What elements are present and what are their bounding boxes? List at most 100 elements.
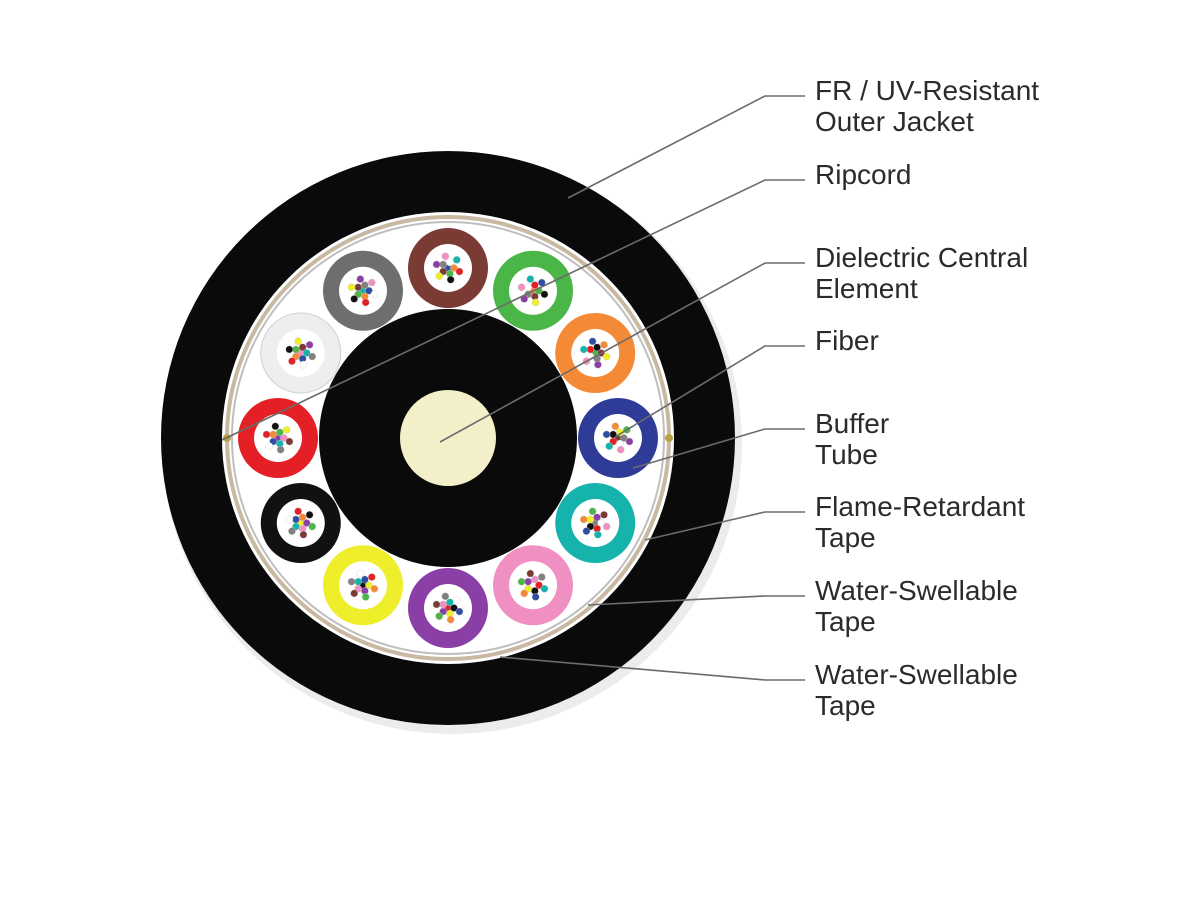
buffer-tube bbox=[260, 483, 341, 563]
fiber bbox=[594, 360, 602, 369]
fiber bbox=[538, 573, 546, 581]
fiber bbox=[602, 430, 611, 439]
fiber bbox=[305, 341, 314, 349]
leader-line-water-swellable-tape-inner bbox=[587, 595, 805, 606]
fiber bbox=[582, 527, 591, 535]
fiber bbox=[285, 515, 294, 524]
fiber bbox=[276, 445, 285, 454]
fiber bbox=[524, 577, 532, 586]
fiber bbox=[450, 604, 458, 612]
fiber bbox=[294, 337, 302, 346]
leader-line-water-swellable-tape-outer bbox=[499, 656, 805, 681]
leader-line-central-element bbox=[439, 262, 805, 443]
fiber bbox=[292, 345, 300, 354]
fiber bbox=[350, 589, 358, 598]
fiber bbox=[265, 442, 273, 450]
fiber bbox=[439, 260, 447, 269]
fiber bbox=[370, 290, 379, 299]
fiber bbox=[305, 511, 314, 519]
fiber bbox=[520, 589, 528, 598]
fiber bbox=[602, 522, 611, 531]
fiber bbox=[285, 345, 294, 354]
fiber bbox=[579, 515, 588, 524]
buffer-tube bbox=[555, 313, 636, 393]
fiber bbox=[356, 569, 365, 578]
fiber bbox=[526, 275, 535, 283]
fiber bbox=[594, 530, 602, 539]
fiber bbox=[526, 569, 535, 578]
fiber bbox=[302, 349, 311, 357]
label-buffer-tube: Buffer Tube bbox=[815, 408, 890, 470]
fiber bbox=[597, 519, 606, 527]
fiber bbox=[292, 515, 300, 524]
fiber bbox=[531, 298, 540, 307]
fiber bbox=[535, 581, 543, 590]
fiber bbox=[450, 264, 458, 272]
fiber bbox=[302, 519, 311, 527]
buffer-tube bbox=[323, 545, 403, 626]
fiber bbox=[354, 283, 362, 292]
leader-line-outer-jacket bbox=[567, 95, 805, 199]
fiber bbox=[356, 275, 365, 283]
fiber bbox=[288, 527, 296, 535]
label-water-swellable-tape-outer: Water-Swellable Tape bbox=[815, 659, 1018, 721]
fiber bbox=[365, 286, 373, 295]
fiber bbox=[271, 422, 280, 431]
fiber bbox=[361, 575, 369, 584]
fiber bbox=[435, 612, 443, 620]
fiber bbox=[446, 275, 455, 284]
fiber bbox=[605, 442, 613, 450]
label-water-swellable-tape-inner: Water-Swellable Tape bbox=[815, 575, 1018, 637]
fiber bbox=[446, 598, 454, 607]
fiber bbox=[588, 507, 597, 516]
label-flame-retardant-tape: Flame-Retardant Tape bbox=[815, 491, 1026, 553]
fiber bbox=[531, 593, 540, 601]
fiber bbox=[288, 357, 296, 365]
fiber bbox=[435, 272, 443, 280]
leader-line-buffer-tube bbox=[632, 428, 805, 469]
label-ripcord: Ripcord bbox=[815, 159, 912, 190]
fiber bbox=[308, 522, 317, 531]
label-outer-jacket: FR / UV-Resistant Outer Jacket bbox=[815, 75, 1040, 137]
water-swellable-tape-ring bbox=[231, 221, 665, 655]
fiber bbox=[368, 278, 376, 287]
buffer-tube bbox=[408, 228, 488, 308]
buffer-tube bbox=[578, 398, 658, 478]
fiber bbox=[441, 592, 450, 601]
fiber bbox=[370, 584, 379, 593]
fiber bbox=[276, 428, 284, 437]
fiber bbox=[453, 596, 461, 604]
fiber bbox=[361, 298, 370, 307]
fiber bbox=[593, 513, 601, 522]
fiber bbox=[347, 577, 356, 586]
buffer-tube bbox=[408, 568, 488, 648]
fiber bbox=[269, 430, 277, 439]
label-fiber: Fiber bbox=[815, 325, 879, 356]
fiber bbox=[586, 345, 595, 354]
fiber bbox=[531, 281, 539, 289]
fiber bbox=[283, 426, 291, 434]
fiber bbox=[540, 584, 549, 593]
fiber bbox=[531, 575, 539, 584]
fiber bbox=[611, 422, 620, 431]
fiber bbox=[616, 445, 625, 454]
fiber bbox=[588, 337, 597, 346]
fiber bbox=[602, 352, 611, 361]
fiber bbox=[579, 345, 588, 354]
cable-cross-section bbox=[161, 151, 742, 734]
fiber bbox=[361, 593, 370, 601]
fiber bbox=[453, 256, 461, 264]
leader-lines bbox=[221, 95, 805, 681]
fiber bbox=[298, 513, 307, 522]
fiber bbox=[262, 430, 271, 439]
fiber bbox=[285, 437, 294, 446]
fiber bbox=[455, 267, 464, 276]
buffer-tube bbox=[238, 398, 318, 478]
fiber bbox=[586, 515, 595, 524]
fiber bbox=[299, 530, 308, 539]
leader-line-ripcord bbox=[221, 179, 805, 441]
buffer-tube bbox=[260, 312, 342, 394]
fiber bbox=[620, 434, 628, 442]
fiber bbox=[361, 281, 369, 289]
